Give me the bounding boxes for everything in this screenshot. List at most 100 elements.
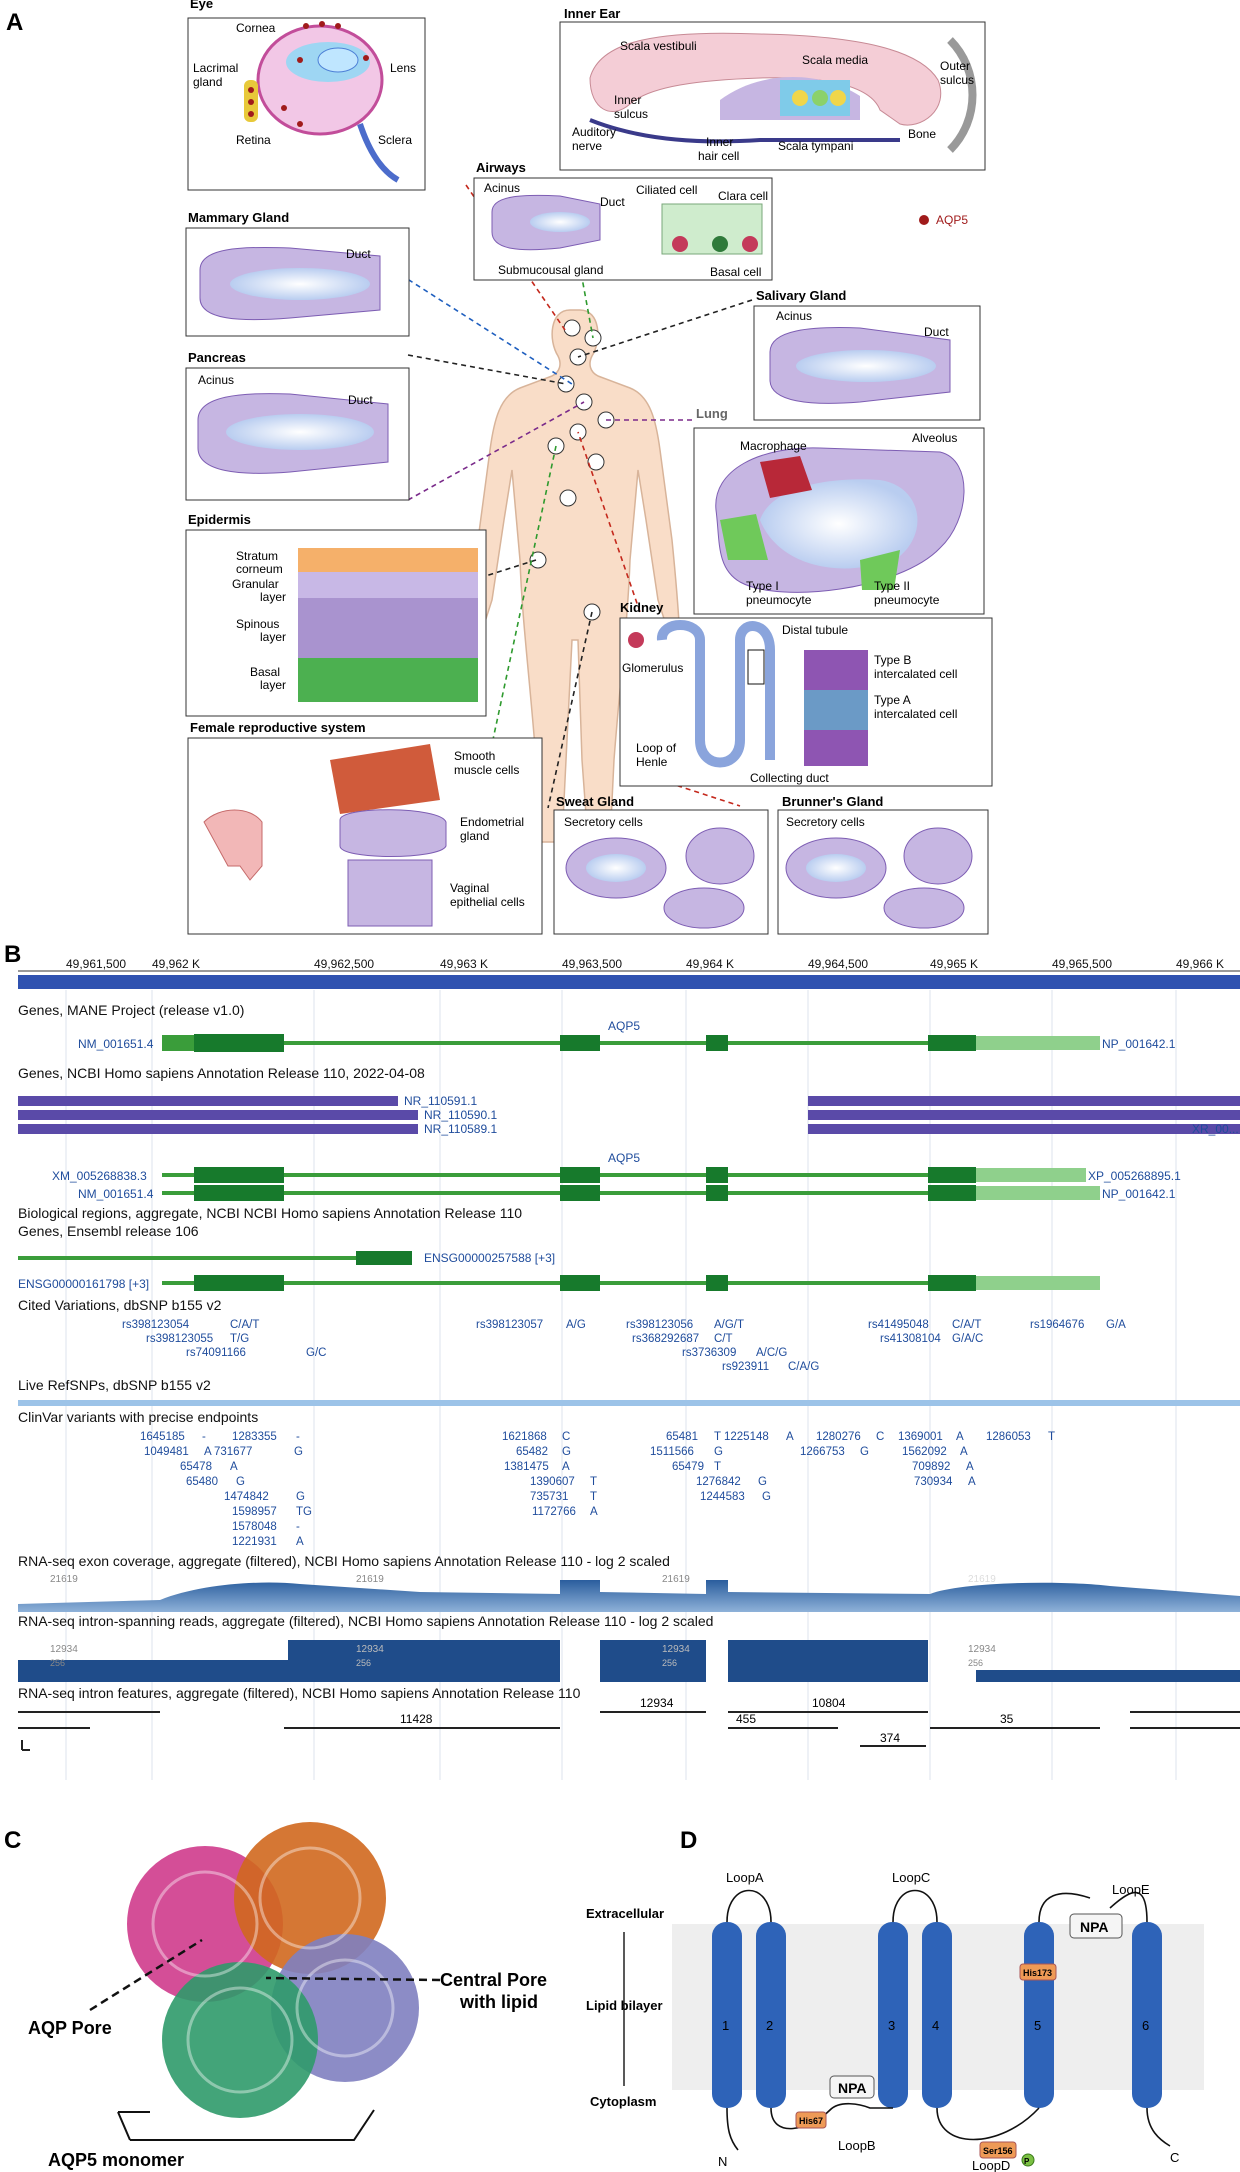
tick-label: 49,965 K [930, 957, 978, 971]
cited-allele: C/T [714, 1333, 733, 1345]
tick-label: 49,963 K [440, 957, 488, 971]
kidney-distal: Distal tubule [782, 623, 848, 637]
intron-feature-lines [18, 1711, 1240, 1751]
airways-clara: Clara cell [718, 189, 768, 203]
tick-label: 49,965,500 [1052, 957, 1112, 971]
cited-allele: C/A/T [952, 1319, 981, 1331]
helix-4: 4 [932, 2018, 939, 2033]
ensembl-g1: ENSG00000257588 [+3] [424, 1251, 555, 1265]
clinvar-id: 1578048 [232, 1521, 277, 1533]
eye-gland: gland [193, 75, 222, 89]
clinvar-allele: A [956, 1431, 964, 1443]
ear-scala-tympani: Scala tympani [778, 139, 853, 153]
clinvar-id: 65481 [666, 1431, 698, 1443]
loop-c: LoopC [892, 1870, 930, 1885]
brunner-secretory: Secretory cells [786, 815, 865, 829]
ruler-ticks: 49,961,500 49,962 K 49,962,500 49,963 K … [66, 957, 1224, 971]
brunner-box: Brunner's Gland Secretory cells [777, 794, 989, 935]
clinvar-allele: G [762, 1491, 771, 1503]
female-smooth: Smooth [454, 749, 495, 763]
clinvar-allele: A [968, 1476, 976, 1488]
kidney-typeb2: intercalated cell [874, 667, 957, 681]
npa-1: NPA [838, 2080, 867, 2096]
cited-rs: rs368292687 [632, 1333, 699, 1345]
clinvar-allele: - [296, 1521, 300, 1533]
ear-title: Inner Ear [564, 6, 620, 21]
epidermis-title: Epidermis [188, 512, 251, 527]
airways-duct: Duct [600, 195, 625, 209]
sweat-secretory: Secretory cells [564, 815, 643, 829]
epidermis-layer1: layer [260, 590, 286, 604]
ear-outer-sulcus: sulcus [940, 73, 974, 87]
ncbi-np: NP_001642.1 [1102, 1187, 1176, 1201]
clinvar-id: 65479 [672, 1461, 704, 1473]
cited-rs: rs923911 [722, 1361, 769, 1373]
eye-sclera: Sclera [378, 133, 412, 147]
helix-2: 2 [766, 2018, 773, 2033]
clinvar-id: 730934 [914, 1476, 953, 1488]
clinvar-id: 1266753 [800, 1446, 845, 1458]
lung-macrophage: Macrophage [740, 439, 807, 453]
label-cytoplasm: Cytoplasm [590, 2094, 656, 2109]
intron-label: 12934 [356, 1644, 384, 1655]
clinvar-allele: T [714, 1431, 721, 1443]
label-monomer: AQP5 monomer [48, 2150, 184, 2170]
ncbi-xp: XP_005268895.1 [1088, 1169, 1181, 1183]
cited-allele: A/G [566, 1319, 586, 1331]
clinvar-allele: - [202, 1431, 206, 1443]
ear-scala-vestibuli: Scala vestibuli [620, 39, 697, 53]
cited-variants: rs398123054 C/A/T rs398123055 T/G rs7409… [122, 1319, 1126, 1373]
lung-alveolus: Alveolus [912, 431, 957, 445]
clinvar-id: 1562092 [902, 1446, 947, 1458]
clinvar-allele: T [714, 1461, 721, 1473]
salivary-acinus: Acinus [776, 309, 812, 323]
kidney-typea2: intercalated cell [874, 707, 957, 721]
helix-5: 5 [1034, 2018, 1041, 2033]
mammary-title: Mammary Gland [188, 210, 289, 225]
clinvar-id: 1283355 [232, 1431, 277, 1443]
cited-rs: rs41308104 [880, 1333, 941, 1345]
lung-box: Lung Macrophage Alveolus Type I pneumocy… [693, 406, 985, 615]
ncbi-nr2: NR_110590.1 [424, 1108, 497, 1122]
clinvar-id: 735731 [530, 1491, 568, 1503]
clinvar-allele: G [236, 1476, 245, 1488]
mane-right: NP_001642.1 [1102, 1037, 1176, 1051]
ear-inner: Inner [614, 93, 641, 107]
female-vaginal: Vaginal [450, 881, 489, 895]
airways-acinus: Acinus [484, 181, 520, 195]
intron-sub: 256 [968, 1658, 983, 1668]
clinvar-id: 1369001 [898, 1431, 943, 1443]
clinvar-allele: - [296, 1431, 300, 1443]
aqp5-dot-legend [919, 215, 929, 225]
mammary-box: Mammary Gland Duct [185, 210, 410, 337]
kidney-collecting: Collecting duct [750, 771, 829, 785]
clinvar-allele: G [296, 1491, 305, 1503]
tick-label: 49,964,500 [808, 957, 868, 971]
feature-label: 35 [1000, 1712, 1014, 1726]
ncbi-nm: NM_001651.4 [78, 1187, 154, 1201]
track-title-ncbi: Genes, NCBI Homo sapiens Annotation Rele… [18, 1065, 425, 1081]
inner-ear-box: Inner Ear Scala vestibuli Scala media Ou… [559, 6, 986, 171]
epidermis-spinous: Spinous [236, 617, 279, 631]
helix-3: 3 [888, 2018, 895, 2033]
clinvar-allele: A [230, 1461, 238, 1473]
airways-ciliated: Ciliated cell [636, 183, 697, 197]
female-muscle: muscle cells [454, 763, 519, 777]
clinvar-allele: G [294, 1446, 303, 1458]
mammary-duct: Duct [346, 247, 371, 261]
sweat-box: Sweat Gland Secretory cells [553, 794, 769, 935]
clinvar-id: 1474842 [224, 1491, 269, 1503]
clinvar-id: 1172766 [532, 1506, 576, 1518]
clinvar-allele: A [960, 1446, 968, 1458]
intron-sub: 256 [50, 1658, 65, 1668]
clinvar-allele: A [590, 1506, 598, 1518]
clinvar-allele: A [786, 1431, 794, 1443]
pancreas-title: Pancreas [188, 350, 246, 365]
clinvar-allele: C [876, 1431, 884, 1443]
exon-label: 21619 [968, 1574, 996, 1585]
epidermis-granular: Granular [232, 577, 279, 591]
clinvar-id: 709892 [912, 1461, 950, 1473]
ear-nerve: nerve [572, 139, 602, 153]
eye-lacrimal: Lacrimal [193, 61, 238, 75]
